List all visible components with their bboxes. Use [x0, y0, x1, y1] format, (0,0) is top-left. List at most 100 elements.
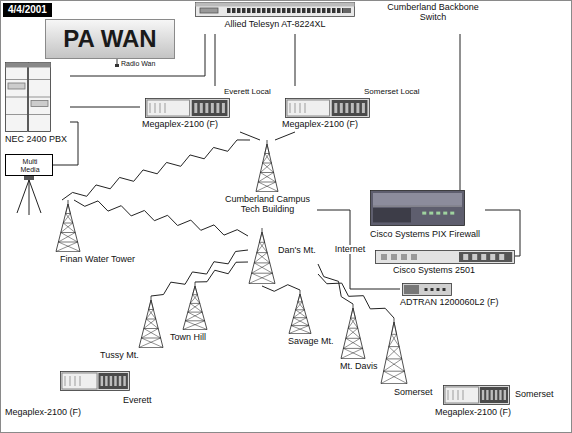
- device-label: Cisco Systems 2501: [393, 266, 475, 276]
- device-part: [463, 254, 468, 260]
- device-line: [343, 348, 365, 358]
- device-label: ADTRAN 1200060L2 (F): [400, 298, 499, 308]
- device-line: [155, 103, 156, 113]
- device-part: [436, 212, 440, 215]
- device-label: Cumberland Campus Tech Building: [220, 195, 315, 215]
- device-line: [341, 358, 365, 359]
- device-part: [345, 103, 348, 113]
- device-line: [260, 173, 275, 183]
- device-line: [252, 263, 270, 273]
- device-line: [351, 318, 356, 319]
- device-line: [149, 300, 151, 310]
- device-part: [437, 288, 440, 291]
- device-line: [259, 232, 262, 242]
- device-line: [296, 310, 307, 318]
- device-part: [62, 373, 97, 389]
- device-line: [66, 204, 68, 214]
- device-line: [293, 310, 304, 318]
- device-label: Somerset: [515, 390, 554, 400]
- device-line: [190, 303, 202, 312]
- device-line: [151, 300, 153, 310]
- device-line: [296, 302, 303, 310]
- device-line: [257, 252, 267, 253]
- device-line: [289, 294, 300, 334]
- device-line: [165, 103, 166, 113]
- device-part: [450, 212, 454, 215]
- device-part: [480, 387, 508, 403]
- device-label: Somerset: [394, 388, 433, 398]
- network-note: Radio Wan: [121, 60, 155, 68]
- device-line: [56, 251, 80, 252]
- device-line: [351, 308, 353, 318]
- device-part: [422, 212, 426, 215]
- device-line: [343, 338, 360, 348]
- device-part: [459, 252, 512, 262]
- device-line: [257, 242, 265, 252]
- projector-tripod: [17, 176, 41, 215]
- switch-icon: [195, 2, 355, 17]
- device-label: Finan Water Tower: [60, 255, 135, 265]
- network-cable: [485, 210, 520, 256]
- radio-link: [151, 250, 248, 296]
- projector-head: [24, 176, 34, 180]
- modem: ADTRAN 1200060L2 (F): [400, 283, 501, 310]
- device-line: [346, 338, 360, 339]
- device-part: [327, 8, 331, 13]
- device-line: [289, 333, 311, 334]
- device-part: [200, 103, 203, 113]
- device-line: [141, 338, 163, 348]
- device-part: [403, 284, 452, 296]
- device-line: [448, 390, 449, 400]
- device-label: Dan's Mt.: [278, 246, 316, 256]
- radio-tower: Mt. Davis: [340, 304, 385, 374]
- device-part: [351, 103, 354, 113]
- radio-tower: Tussy Mt.: [100, 296, 164, 363]
- device-part: [262, 8, 266, 13]
- device-label: Cisco Systems PIX Firewall: [370, 230, 480, 240]
- radio-link: [74, 200, 248, 236]
- device-line: [150, 103, 151, 113]
- device-line: [195, 286, 207, 330]
- device-line: [256, 182, 276, 192]
- device-line: [259, 242, 264, 243]
- device-line: [68, 204, 70, 214]
- device-part: [267, 8, 271, 13]
- tower-icon: [380, 318, 408, 384]
- device-part: [334, 103, 337, 113]
- device-line: [151, 300, 163, 348]
- device-line: [252, 273, 275, 283]
- device-part: [332, 100, 368, 116]
- device-sublabel: Megaplex-2100 (F): [282, 120, 358, 130]
- device-line: [249, 283, 275, 284]
- device-line: [260, 163, 271, 173]
- device-label: Cumberland Backbone Switch: [383, 3, 483, 23]
- device-part: [6, 63, 51, 68]
- device-line: [394, 318, 395, 322]
- device-line: [139, 347, 163, 348]
- device-line: [258, 182, 278, 192]
- device-line: [193, 286, 195, 295]
- device-line: [185, 321, 207, 330]
- device-line: [188, 312, 205, 321]
- device-part: [105, 376, 107, 386]
- device-line: [151, 296, 152, 300]
- device-part: [247, 8, 251, 13]
- network-cable: [70, 107, 140, 108]
- device-line: [65, 376, 66, 386]
- device-line: [139, 338, 161, 348]
- device-line: [353, 308, 355, 318]
- modem-icon: [402, 283, 452, 296]
- device-part: [297, 8, 301, 13]
- device-line: [260, 172, 273, 173]
- device-part: [425, 288, 428, 291]
- device-part: [8, 83, 25, 89]
- device-line: [341, 348, 363, 358]
- device-line: [293, 317, 306, 318]
- device-line: [185, 312, 202, 321]
- device-part: [114, 376, 116, 386]
- device-part: [232, 8, 236, 13]
- device-part: [356, 103, 359, 113]
- device-part: [211, 103, 214, 113]
- device-line: [56, 204, 68, 252]
- tower-icon: [248, 228, 276, 284]
